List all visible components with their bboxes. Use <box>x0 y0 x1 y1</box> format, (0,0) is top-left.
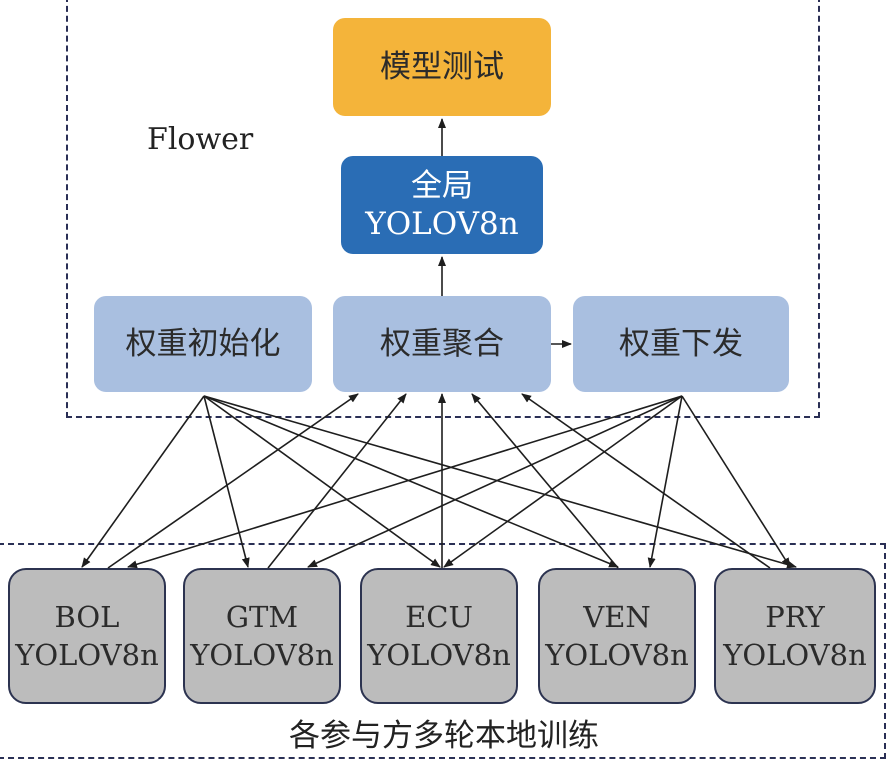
arrow-gtm-to-aggregate <box>267 393 407 569</box>
client-bol: BOL YOLOV8n <box>8 568 166 704</box>
client-model: YOLOV8n <box>15 638 159 672</box>
arrow-distribute-to-gtm <box>307 395 683 568</box>
bottom-caption: 各参与方多轮本地训练 <box>289 718 599 754</box>
client-name: VEN <box>583 600 651 634</box>
weight-init-node: 权重初始化 <box>94 296 312 392</box>
weight-aggregate-node: 权重聚合 <box>333 296 551 392</box>
arrow-init-to-bol <box>81 395 205 568</box>
client-pry: PRY YOLOV8n <box>714 568 876 704</box>
arrow-bol-to-aggregate <box>107 393 359 569</box>
arrow-distribute-to-ven <box>647 395 683 568</box>
client-name: BOL <box>54 600 120 634</box>
weight-distribute-node: 权重下发 <box>573 296 789 392</box>
global-label-line2: YOLOV8n <box>365 206 519 242</box>
global-label-line1: 全局 <box>411 168 473 204</box>
client-name: PRY <box>765 600 825 634</box>
weight-aggregate-label: 权重聚合 <box>380 326 504 362</box>
client-model: YOLOV8n <box>545 638 689 672</box>
clients-frame <box>0 543 886 759</box>
weight-init-label: 权重初始化 <box>125 326 281 362</box>
global-model-node: 全局 YOLOV8n <box>341 156 543 254</box>
client-model: YOLOV8n <box>190 638 334 672</box>
arrow-ven-to-aggregate <box>471 393 619 569</box>
client-name: ECU <box>405 600 473 634</box>
arrow-distribute-to-pry <box>681 395 791 568</box>
client-name: GTM <box>225 600 299 634</box>
arrow-init-to-ven <box>203 395 619 568</box>
weight-distribute-label: 权重下发 <box>619 326 743 362</box>
client-model: YOLOV8n <box>723 638 867 672</box>
arrow-pry-to-aggregate <box>521 393 771 569</box>
flower-label: Flower <box>147 122 254 157</box>
flower-server-frame <box>66 0 820 418</box>
model-test-label: 模型测试 <box>380 49 504 85</box>
arrow-init-to-ecu <box>203 395 441 568</box>
arrow-init-to-gtm <box>203 395 250 568</box>
client-ecu: ECU YOLOV8n <box>360 568 518 704</box>
client-model: YOLOV8n <box>367 638 511 672</box>
client-gtm: GTM YOLOV8n <box>183 568 341 704</box>
arrow-distribute-to-bol <box>127 395 683 569</box>
arrow-init-to-pry <box>203 395 797 569</box>
model-test-node: 模型测试 <box>333 18 551 116</box>
arrow-distribute-to-ecu <box>443 395 683 568</box>
client-ven: VEN YOLOV8n <box>538 568 696 704</box>
